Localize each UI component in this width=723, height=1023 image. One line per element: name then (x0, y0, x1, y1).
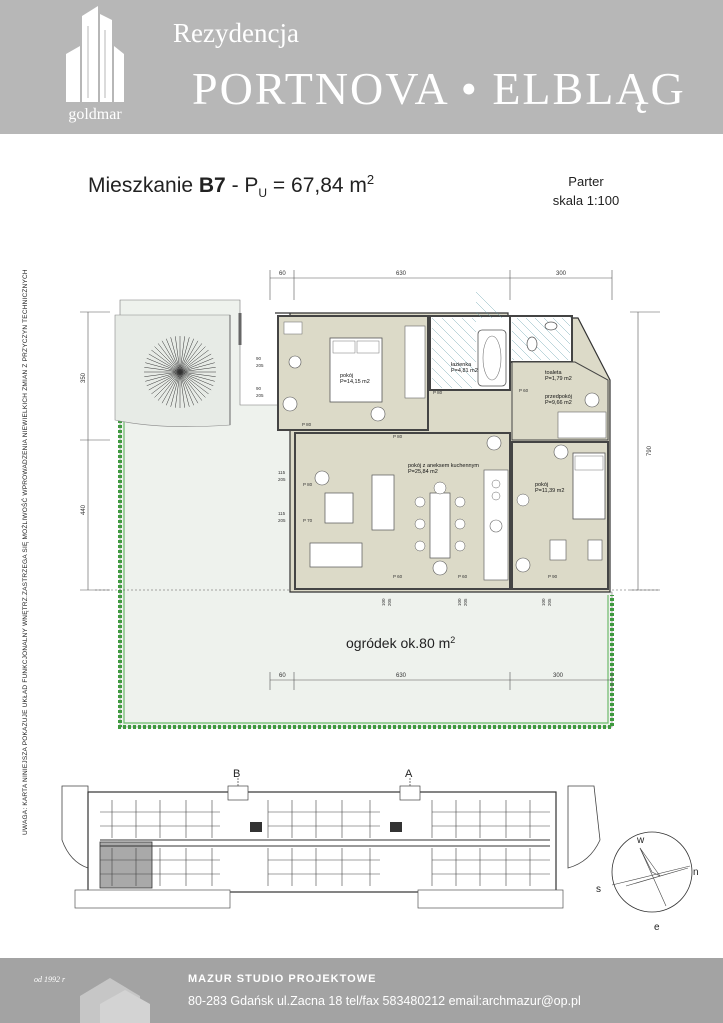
door-label: P 60 (458, 574, 468, 579)
door-label: P 80 (433, 390, 443, 395)
dimension-values: 60 630 300 60 630 300 350 440 790 90 205… (81, 271, 653, 679)
room-area-bathroom: P=4,81 m2 (451, 368, 478, 374)
footer: od 1992 r MAZUR STUDIO PROJEKTOWE 80-283… (0, 958, 723, 1023)
key-plan: B A (61, 768, 601, 909)
dim-left: 440 (81, 504, 87, 515)
room-labels: pokój P=14,15 m2 łazienka P=4,81 m2 toal… (340, 362, 572, 494)
goldmar-logo: goldmar (52, 6, 138, 130)
door-label: P 60 (393, 574, 403, 579)
room-name-bathroom: łazienka (451, 362, 472, 368)
floor-info: Parter skala 1:100 (540, 172, 632, 210)
flat-area-sub: U (258, 186, 268, 201)
door-label: P 60 (519, 388, 529, 393)
room-area-bedroom1: P=14,15 m2 (340, 379, 370, 385)
floor-name: Parter (568, 174, 604, 189)
door-label: P 90 (548, 574, 558, 579)
flat-area-prefix: - P (225, 174, 259, 197)
apartment-plan (275, 291, 611, 593)
room-area-hall: P=9,66 m2 (545, 400, 572, 406)
floor-scale: skala 1:100 (552, 193, 620, 208)
building-logo-icon (66, 6, 124, 102)
studio-name: MAZUR STUDIO PROJEKTOWE (188, 973, 377, 985)
header-title: PORTNOVA • ELBLĄG (192, 63, 686, 114)
header-subtitle: Rezydencja (173, 18, 299, 48)
door-label: P 80 (302, 422, 312, 427)
floor-plan: pokój P=14,15 m2 łazienka P=4,81 m2 toal… (61, 270, 699, 933)
since-year: od 1992 r (34, 975, 66, 984)
flat-area-value: = 67,84 m (267, 174, 367, 197)
room-area-bedroom2: P=11,39 m2 (535, 488, 564, 494)
dim-left: 350 (81, 372, 87, 383)
compass-w: w (636, 835, 645, 846)
dim-window: 90 (256, 356, 262, 361)
door-labels: P 80 P 80 P 80 P 60 P 80 P 70 P 60 P 60 … (302, 388, 558, 579)
dim-window: 100 (381, 598, 386, 606)
dim-right: 790 (647, 445, 653, 456)
dim-window: 205 (256, 393, 264, 398)
dim-window: 205 (278, 518, 286, 523)
dim-window: 100 (457, 598, 462, 606)
dim-bottom: 60 (279, 673, 286, 679)
compass-n: n (693, 867, 699, 878)
dim-bottom: 630 (396, 673, 407, 679)
room-area-toilet: P=1,79 m2 (545, 376, 572, 382)
dim-bottom: 300 (553, 673, 564, 679)
dim-window: 205 (256, 363, 264, 368)
compass: w n s e (596, 831, 699, 933)
door-label: P 70 (303, 518, 313, 523)
dim-top: 630 (396, 271, 407, 277)
flat-area-unit: 2 (366, 172, 375, 187)
door-label: P 80 (303, 482, 313, 487)
brand-name: goldmar (68, 106, 122, 123)
garden (118, 299, 614, 729)
room-name-living: pokój z aneksem kuchennym (408, 463, 479, 469)
dim-window: 205 (463, 598, 468, 606)
dim-window: 205 (547, 598, 552, 606)
garden-label: ogródek ok.80 m2 (346, 635, 455, 651)
header-banner: goldmar Rezydencja PORTNOVA • ELBLĄG (0, 0, 723, 134)
dim-window: 205 (387, 598, 392, 606)
dim-top: 60 (279, 271, 286, 277)
flat-code: B7 (198, 174, 226, 197)
dimension-lines (80, 270, 660, 690)
dim-window: 115 (278, 470, 286, 475)
room-name-toilet: toaleta (545, 370, 562, 376)
section-a-label: A (405, 768, 413, 780)
room-name-bedroom1: pokój (340, 373, 353, 379)
flat-title: Mieszkanie B7 - PU = 67,84 m2 (88, 172, 374, 200)
room-name-bedroom2: pokój (535, 482, 548, 488)
terrace-umbrella (114, 313, 242, 427)
flat-label: Mieszkanie (88, 174, 194, 197)
dim-top: 300 (556, 271, 567, 277)
dim-window: 100 (541, 598, 546, 606)
compass-s: s (596, 884, 601, 895)
compass-e: e (654, 922, 660, 933)
dim-window: 205 (278, 477, 286, 482)
house-logo-icon (80, 978, 150, 1023)
section-b-label: B (233, 768, 240, 780)
door-label: P 80 (393, 434, 403, 439)
studio-address: 80-283 Gdańsk ul.Zacna 18 tel/fax 583480… (188, 994, 581, 1008)
room-area-living: P=25,84 m2 (408, 469, 438, 475)
room-name-hall: przedpokój (545, 394, 572, 400)
dim-window: 115 (278, 511, 286, 516)
dim-window: 90 (256, 386, 262, 391)
